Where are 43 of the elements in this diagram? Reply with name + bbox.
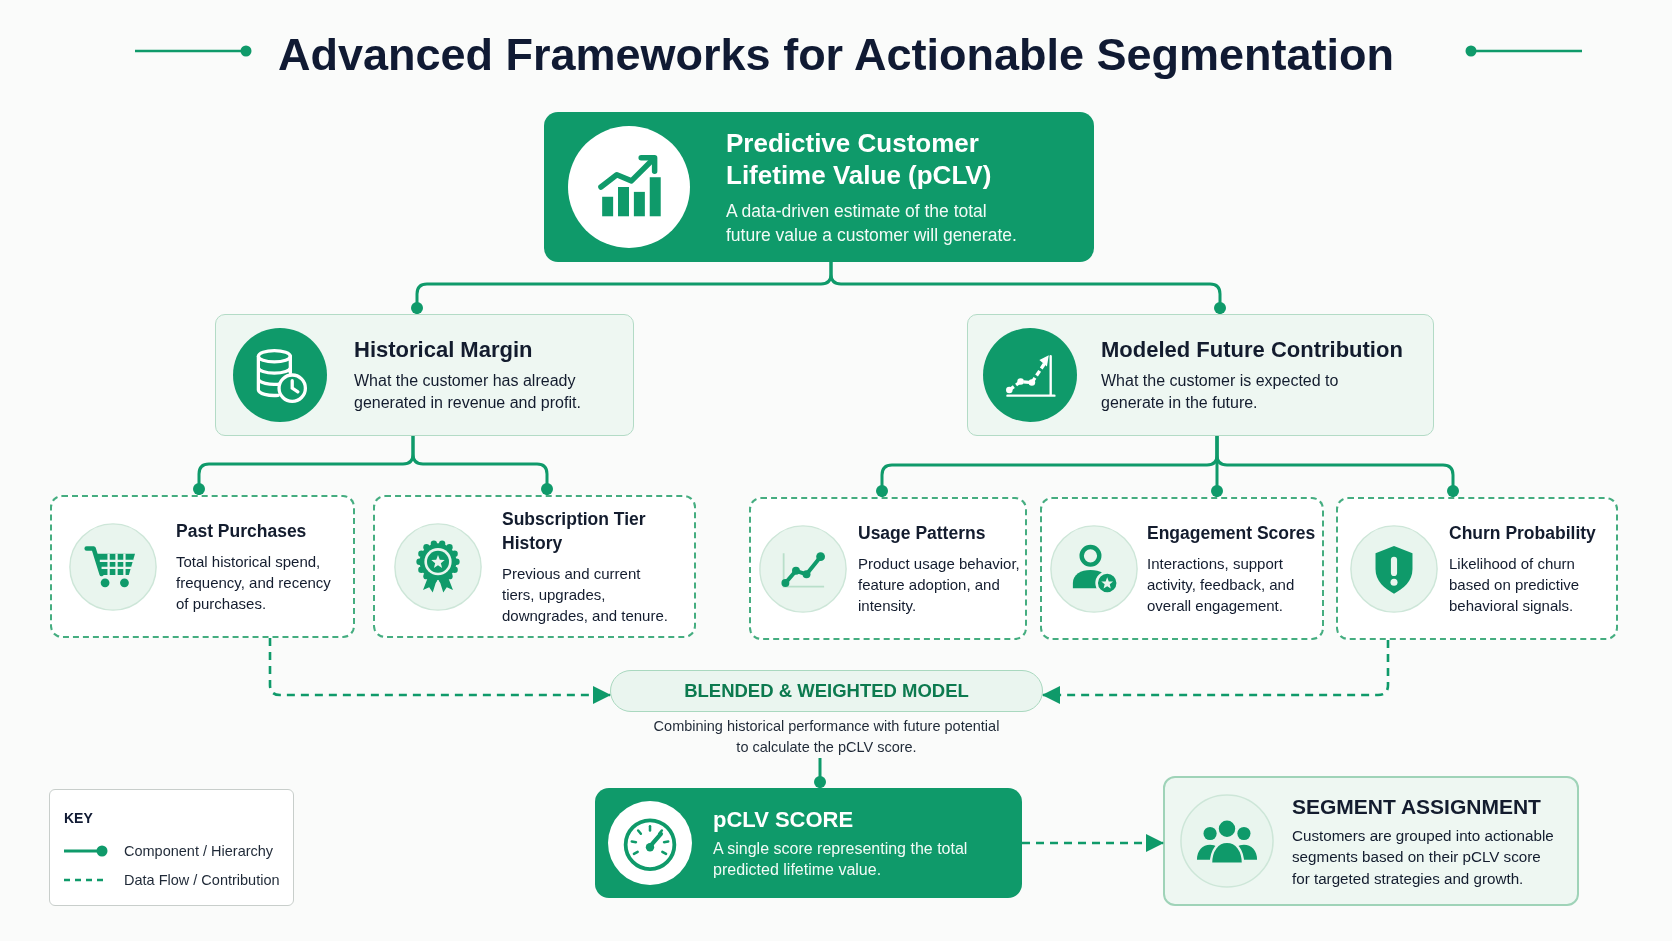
connector-line	[814, 758, 826, 788]
category-card	[215, 314, 634, 436]
factor-card	[749, 497, 1027, 640]
card-description: A data-driven estimate of the total future value a customer will generate.	[726, 200, 1018, 247]
dashed-arrow	[1042, 640, 1390, 704]
card-description: Previous and current tiers, upgrades, downgrades, and tenure.	[502, 564, 669, 626]
legend-text: Data Flow / Contribution	[124, 871, 280, 889]
card-description: Total historical spend, frequency, and recency of purchases.	[176, 552, 332, 614]
connector-line	[411, 436, 553, 495]
factor-card	[1336, 497, 1618, 640]
card-description: Product usage behavior, feature adoption, and intensity.	[858, 554, 1021, 616]
banner-label: BLENDED & WEIGHTED MODEL	[684, 680, 969, 702]
card-title: pCLV SCORE	[713, 806, 855, 834]
legend-heading: KEY	[64, 810, 93, 826]
connector-line	[1215, 436, 1459, 497]
card-description: What the customer has already generated in revenue and profit.	[354, 371, 582, 413]
card-title: Churn Probability	[1449, 522, 1597, 545]
dashed-arrow	[1022, 834, 1164, 852]
card-description: Likelihood of churn based on predictive behavioral signals.	[1449, 554, 1581, 616]
card-description: A single score representing the total predicted lifetime value.	[713, 839, 969, 880]
page-title: Advanced Frameworks for Actionable Segmentation	[277, 28, 1395, 82]
dashed-arrow	[268, 638, 611, 704]
result-card	[1163, 776, 1579, 906]
connector-line	[829, 262, 1226, 314]
card-title: Predictive Customer Lifetime Value (pCLV)	[726, 127, 993, 191]
category-card	[967, 314, 1434, 436]
card-title: Historical Margin	[354, 336, 534, 364]
card-title: Subscription Tier History	[502, 508, 647, 555]
card-title: Usage Patterns	[858, 522, 987, 545]
factor-card	[1040, 497, 1324, 640]
card-title: Engagement Scores	[1147, 522, 1317, 545]
card-title: SEGMENT ASSIGNMENT	[1292, 793, 1542, 820]
highlight-card	[595, 788, 1022, 898]
model-caption: Combining historical performance with future potential to calculate the pCLV score.	[652, 717, 1001, 757]
factor-card	[50, 495, 355, 638]
highlight-card	[544, 112, 1094, 262]
legend-text: Component / Hierarchy	[124, 842, 274, 860]
factor-card	[373, 495, 696, 638]
card-description: What the customer is expected to generate in the future.	[1101, 371, 1340, 413]
card-description: Customers are grouped into actionable segments based on their pCLV score for targeted strategies and growth.	[1292, 825, 1555, 889]
card-title: Past Purchases	[176, 520, 308, 543]
card-description: Interactions, support activity, feedback, and overall engagement.	[1147, 554, 1296, 616]
card-title: Modeled Future Contribution	[1101, 336, 1404, 364]
